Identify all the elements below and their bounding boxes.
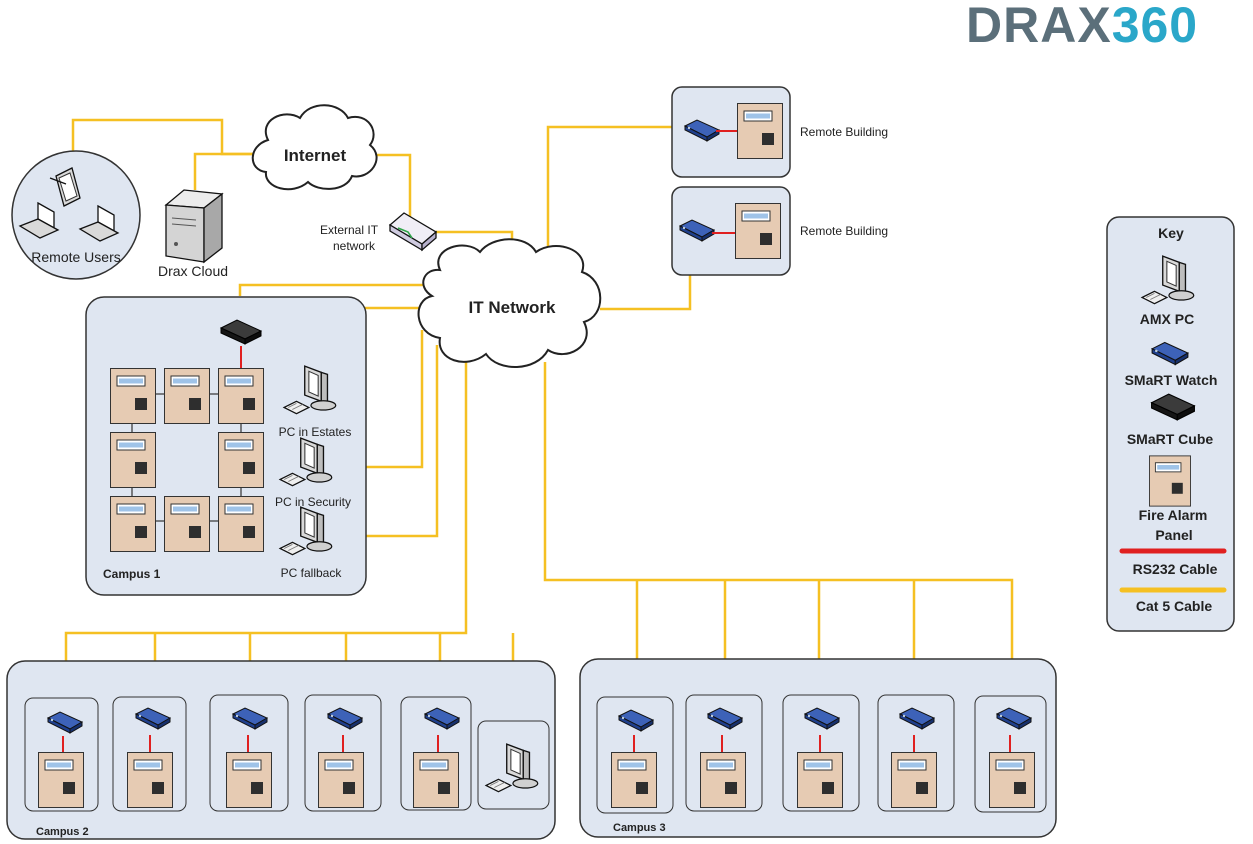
key-panel: Panel xyxy=(1155,527,1193,543)
campus-1-box xyxy=(85,296,367,596)
router-icon xyxy=(388,212,438,252)
external-it-label: External IT xyxy=(320,223,379,237)
campus-3-box xyxy=(579,658,1057,838)
key-smart-watch: SMaRT Watch xyxy=(1124,372,1218,388)
key-fire-alarm: Fire Alarm xyxy=(1138,507,1208,523)
remote-users-label: Remote Users xyxy=(31,249,121,265)
it-network-label: IT Network xyxy=(468,298,556,317)
campus-3-label: Campus 3 xyxy=(613,822,666,834)
logo-text-drax: DRAX xyxy=(966,0,1112,53)
drax360-logo: DRAX360 xyxy=(966,0,1198,50)
pc-estates-label: PC in Estates xyxy=(278,425,352,439)
pc-fallback-label: PC fallback xyxy=(280,566,342,580)
key-box xyxy=(1106,216,1235,632)
remote-building-2-box xyxy=(671,186,791,276)
key-cat5-cable: Cat 5 Cable xyxy=(1135,598,1213,614)
pc-security-label: PC in Security xyxy=(274,495,352,509)
key-smart-cube: SMaRT Cube xyxy=(1126,431,1214,447)
laptop-icon xyxy=(78,204,120,242)
tablet-icon xyxy=(49,167,81,207)
it-network-cloud xyxy=(417,238,602,368)
laptop-icon xyxy=(18,201,60,239)
remote-building-1-label: Remote Building xyxy=(800,125,889,139)
campus-2-box xyxy=(6,660,556,840)
key-amx-pc: AMX PC xyxy=(1139,311,1195,327)
key-rs232-cable: RS232 Cable xyxy=(1132,561,1218,577)
logo-text-360: 360 xyxy=(1111,0,1199,53)
campus-2-label: Campus 2 xyxy=(36,826,89,838)
internet-cloud xyxy=(251,104,378,191)
internet-label: Internet xyxy=(283,146,347,165)
drax-cloud-label: Drax Cloud xyxy=(157,263,229,279)
external-it-label-2: network xyxy=(333,239,376,253)
remote-building-2-label: Remote Building xyxy=(800,224,889,238)
remote-building-1-box xyxy=(671,86,791,178)
campus-1-label: Campus 1 xyxy=(103,567,161,581)
server-icon xyxy=(164,189,224,264)
remote-users-group xyxy=(11,150,141,280)
key-title: Key xyxy=(1158,225,1184,241)
